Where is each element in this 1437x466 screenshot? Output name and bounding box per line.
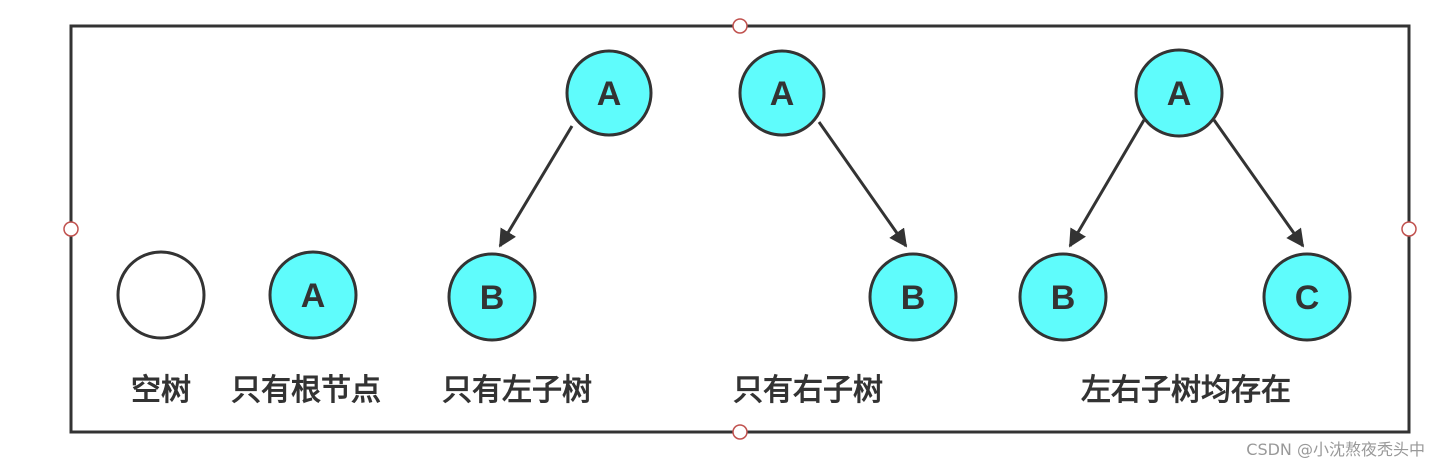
node-label: A: [1167, 75, 1192, 113]
tree-caption: 只有左子树: [442, 373, 592, 408]
edge-arrow: [1212, 119, 1305, 248]
tree-caption: 只有根节点: [231, 373, 381, 408]
watermark-text: CSDN @小沈熬夜秃头中: [1246, 440, 1425, 459]
node-label: B: [1051, 279, 1076, 317]
tree-empty: 空树: [116, 250, 206, 408]
tree-caption: 空树: [131, 373, 191, 408]
node-label: A: [301, 277, 326, 315]
tree-node: [868, 252, 958, 342]
node-label: B: [480, 279, 505, 317]
empty-node: [116, 250, 206, 340]
edge-arrow: [1068, 119, 1146, 248]
right-resize-handle[interactable]: [1401, 221, 1417, 237]
tree-node: [447, 252, 537, 342]
tree-root-only: A 只有根节点: [231, 250, 381, 408]
bottom-resize-handle[interactable]: [732, 424, 748, 440]
tree-node: [1134, 48, 1224, 138]
tree-node: [738, 49, 826, 137]
tree-caption: 只有右子树: [733, 373, 883, 408]
node-label: B: [901, 279, 926, 317]
tree-node: [1018, 252, 1108, 342]
node-label: C: [1295, 279, 1320, 317]
tree-caption: 左右子树均存在: [1081, 373, 1291, 408]
tree-left-only: A B 只有左子树: [442, 49, 653, 408]
top-resize-handle[interactable]: [732, 18, 748, 34]
tree-right-only: A B 只有右子树: [733, 49, 958, 408]
node-label: A: [597, 75, 622, 113]
left-resize-handle[interactable]: [63, 221, 79, 237]
node-label: A: [770, 75, 795, 113]
tree-both-children: A B C 左右子树均存在: [1018, 48, 1352, 408]
edge-arrow: [498, 125, 574, 248]
tree-node: [565, 49, 653, 137]
tree-node: [1262, 252, 1352, 342]
edge-arrow: [817, 121, 908, 248]
tree-node: [268, 250, 358, 340]
